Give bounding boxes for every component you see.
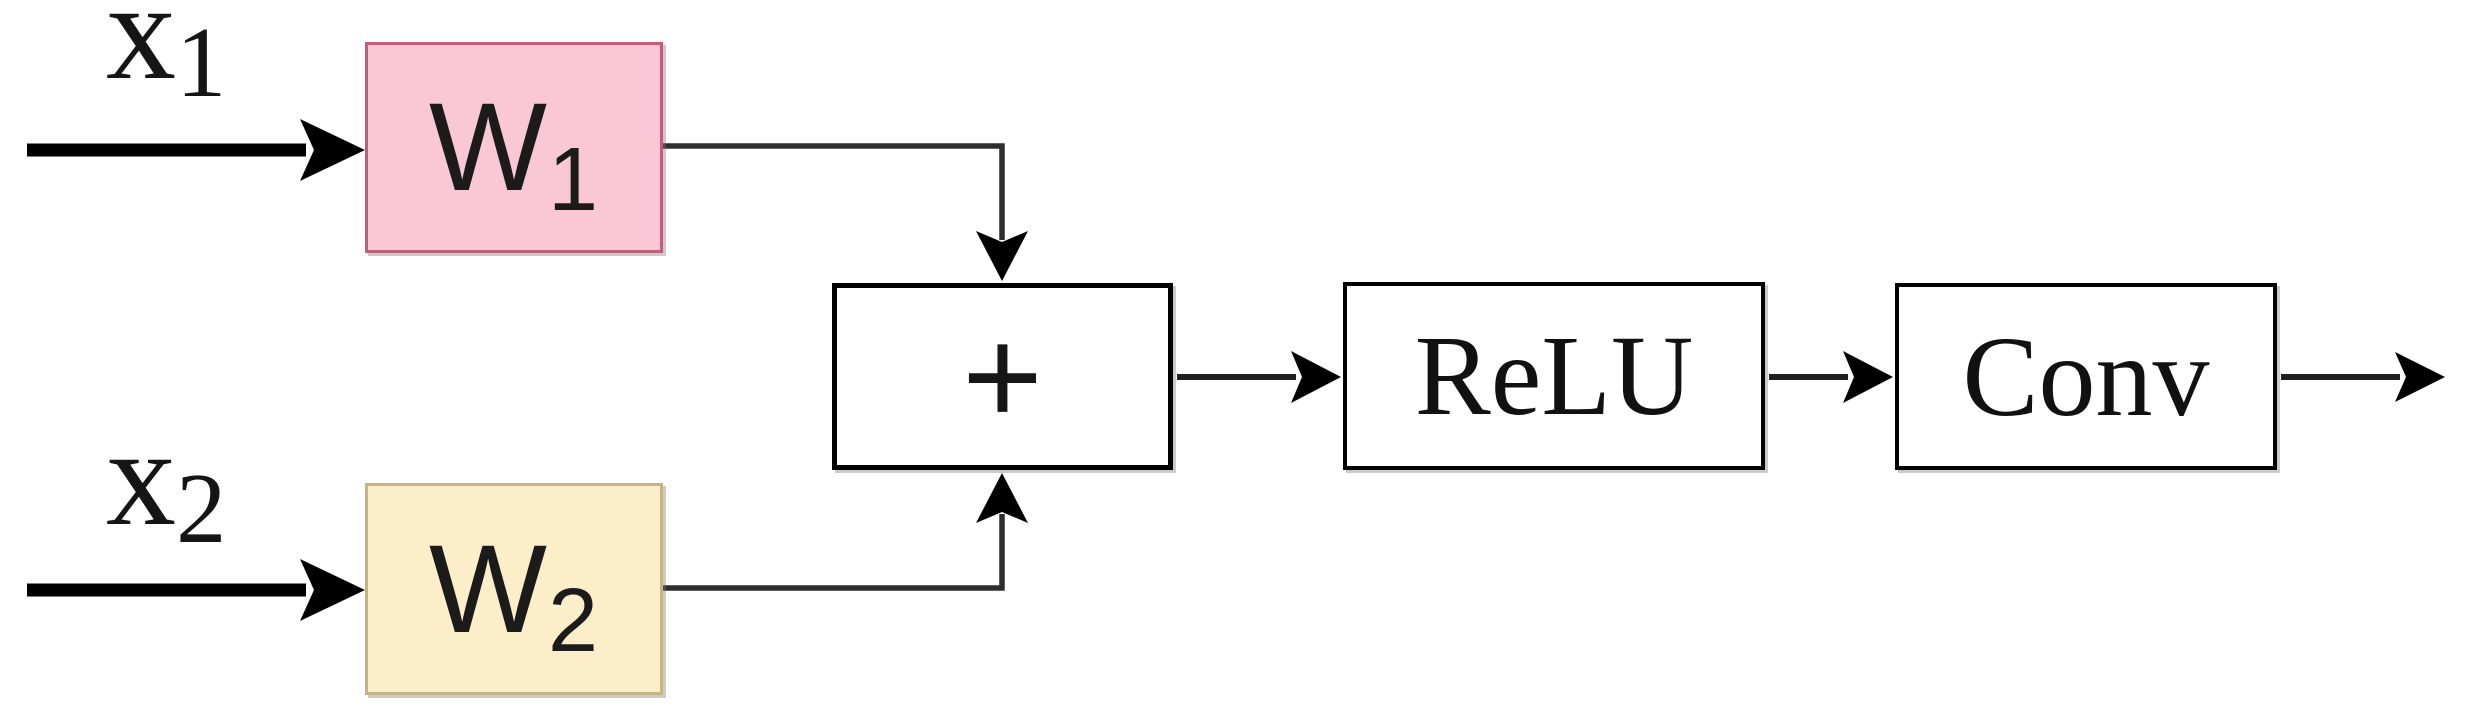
block-conv-label: Conv xyxy=(1962,312,2210,440)
sum-to-relu-arrowhead-icon xyxy=(1291,351,1341,403)
x2-input-arrowhead-icon xyxy=(300,559,365,621)
conv-output-arrowhead-icon xyxy=(2395,352,2445,402)
x1-input-arrow xyxy=(27,119,365,181)
x2-input-arrow xyxy=(27,559,365,621)
input-label-x1: x1 xyxy=(106,0,226,113)
w2-to-sum-arrowhead-icon xyxy=(976,473,1028,523)
input-label-x2-sub: 2 xyxy=(176,452,227,565)
input-label-x1-sub: 1 xyxy=(176,6,227,119)
w2-to-sum-connector xyxy=(663,473,1028,591)
block-w1-label: W1 xyxy=(428,78,600,230)
block-relu-label: ReLU xyxy=(1414,312,1694,439)
w2-to-sum-shaft xyxy=(663,514,1005,591)
input-label-x2: x2 xyxy=(106,408,226,559)
w1-to-sum-arrowhead-icon xyxy=(976,231,1028,281)
block-w1: W1 xyxy=(365,42,663,253)
w1-to-sum-connector xyxy=(663,143,1028,281)
relu-to-conv-arrow xyxy=(1769,351,1893,403)
block-conv: Conv xyxy=(1895,283,2277,470)
input-label-x1-base: x xyxy=(106,0,176,109)
block-w2-label: W2 xyxy=(428,519,600,672)
block-sum: + xyxy=(832,283,1173,470)
conv-output-arrow xyxy=(2281,352,2445,402)
block-sum-label: + xyxy=(962,299,1043,454)
sum-to-relu-arrow xyxy=(1177,351,1341,403)
block-w2: W2 xyxy=(365,483,663,695)
block-relu: ReLU xyxy=(1343,282,1765,470)
w1-to-sum-shaft xyxy=(663,143,1005,240)
x1-input-arrowhead-icon xyxy=(300,119,365,181)
input-label-x2-base: x xyxy=(106,400,176,555)
relu-to-conv-arrowhead-icon xyxy=(1843,351,1893,403)
